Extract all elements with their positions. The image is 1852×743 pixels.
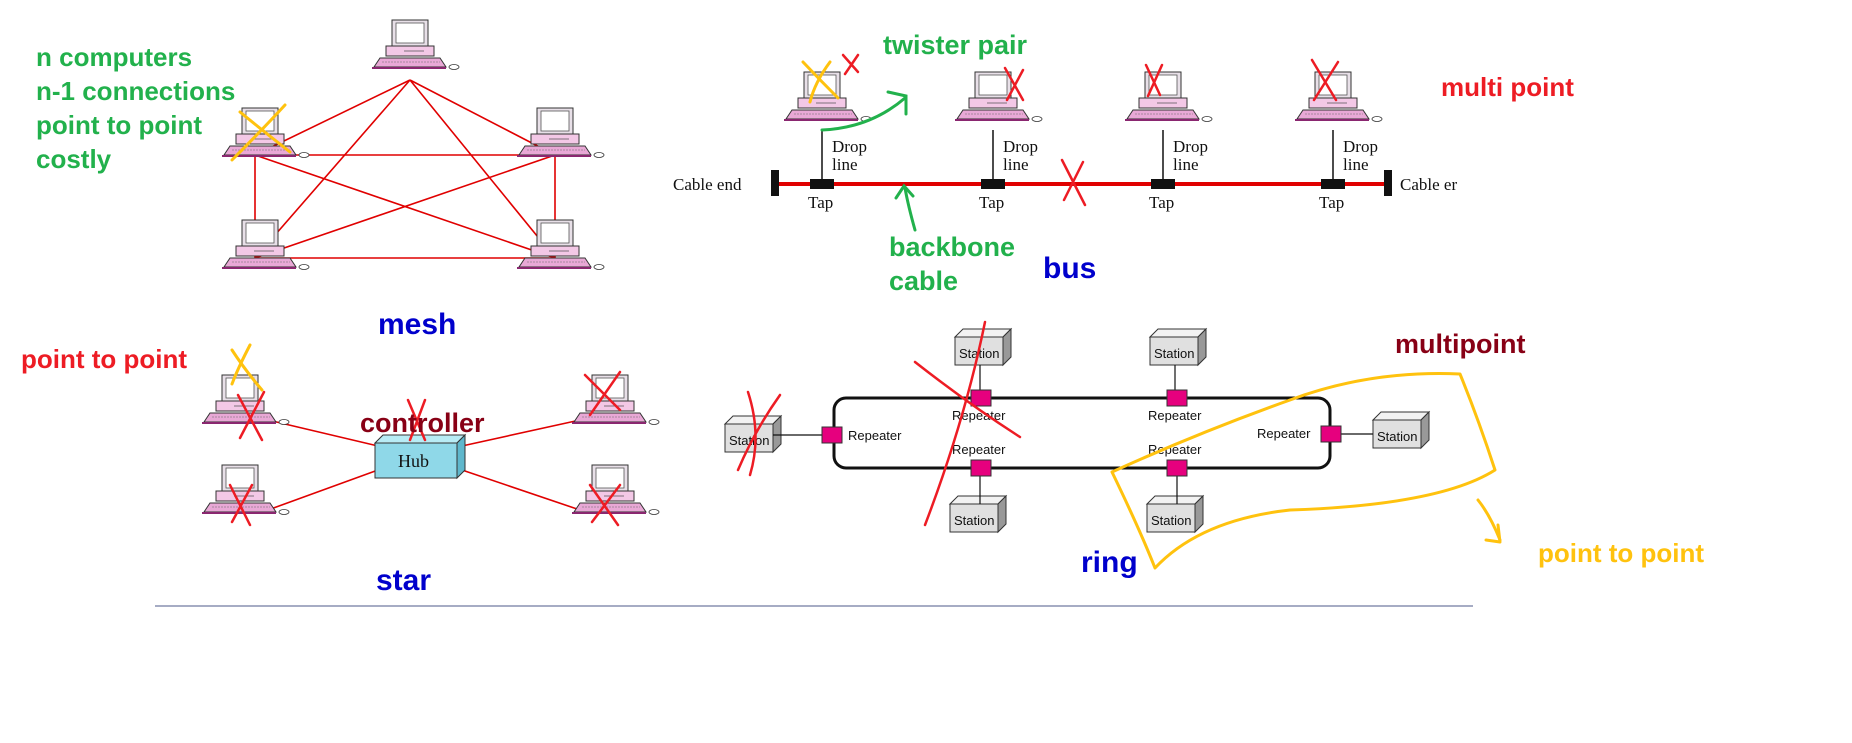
ring-station: Station bbox=[724, 415, 826, 453]
title-star: star bbox=[376, 564, 431, 597]
mesh-topology bbox=[221, 19, 605, 270]
green-arrow-backbone bbox=[894, 183, 917, 232]
drop-line-label: Drop bbox=[1003, 137, 1038, 156]
bus-station-3: Drop line Tap bbox=[1124, 71, 1213, 212]
svg-text:Repeater: Repeater bbox=[1148, 408, 1202, 423]
ring-topology: Station Station Station Station Station … bbox=[724, 320, 1502, 570]
title-ring: ring bbox=[1081, 546, 1138, 579]
bus-station-1: Drop line Tap bbox=[783, 71, 872, 212]
note-point-to-point-left: point to point bbox=[21, 344, 187, 374]
tap-label: Tap bbox=[1149, 193, 1174, 212]
red-cross-marks bbox=[736, 320, 1022, 527]
note-twister-pair: twister pair bbox=[883, 30, 1028, 60]
ring-station: Station bbox=[1146, 475, 1204, 533]
ring-station: Station bbox=[1340, 411, 1430, 449]
cable-end-left-label: Cable end bbox=[673, 175, 742, 194]
tap-label: Tap bbox=[979, 193, 1004, 212]
bus-station-4: Drop line Tap bbox=[1294, 71, 1383, 212]
svg-text:Station: Station bbox=[1151, 513, 1191, 528]
yellow-selection-loop bbox=[1110, 372, 1502, 570]
svg-text:Station: Station bbox=[1377, 429, 1417, 444]
tap-label: Tap bbox=[808, 193, 833, 212]
mesh-computer bbox=[371, 19, 460, 70]
svg-text:Station: Station bbox=[954, 513, 994, 528]
note-multipoint: multipoint bbox=[1395, 329, 1525, 359]
bus-station-2: Drop line Tap bbox=[954, 71, 1043, 212]
star-topology: Hub bbox=[201, 343, 660, 527]
ring-station: Station bbox=[1149, 328, 1207, 390]
ring-repeater: Repeater bbox=[1257, 425, 1342, 443]
ring-loop bbox=[832, 396, 1332, 470]
note-controller: controller bbox=[360, 408, 485, 438]
note-point-to-point-right: point to point bbox=[1538, 538, 1704, 568]
drop-line-label: line bbox=[832, 155, 858, 174]
svg-text:Station: Station bbox=[1154, 346, 1194, 361]
tap-label: Tap bbox=[1319, 193, 1344, 212]
drop-line-label: line bbox=[1003, 155, 1029, 174]
note-backbone: backbone bbox=[889, 232, 1015, 262]
drop-line-label: Drop bbox=[832, 137, 867, 156]
cable-end-right-label: Cable er bbox=[1400, 175, 1457, 194]
svg-text:Repeater: Repeater bbox=[1257, 426, 1311, 441]
title-bus: bus bbox=[1043, 252, 1096, 285]
yellow-cross-mark bbox=[801, 60, 840, 104]
star-computer bbox=[571, 374, 660, 425]
hub-label: Hub bbox=[398, 451, 429, 471]
red-cross-marks bbox=[841, 53, 1340, 207]
ring-station: Station bbox=[949, 475, 1007, 533]
ring-repeater: Repeater bbox=[1148, 442, 1202, 477]
hub-box: Hub bbox=[373, 433, 467, 480]
svg-text:Repeater: Repeater bbox=[848, 428, 902, 443]
ring-station: Station bbox=[954, 328, 1012, 390]
bus-topology: Cable end Cable er Drop line Tap Drop li… bbox=[673, 53, 1457, 232]
yellow-cross-mark bbox=[230, 343, 264, 392]
svg-text:Station: Station bbox=[729, 433, 769, 448]
ring-repeater: Repeater bbox=[952, 442, 1006, 477]
note-multi-point: multi point bbox=[1441, 72, 1574, 102]
drop-line-label: Drop bbox=[1173, 137, 1208, 156]
ring-repeater: Repeater bbox=[821, 426, 902, 444]
svg-text:Repeater: Repeater bbox=[1148, 442, 1202, 457]
green-arrow-twister bbox=[820, 90, 908, 132]
note-point-to-point: point to point bbox=[36, 110, 202, 140]
note-n-1-connections: n-1 connections bbox=[36, 76, 235, 106]
ring-repeater: Repeater bbox=[1148, 389, 1202, 423]
mesh-links bbox=[254, 79, 556, 259]
mesh-computer bbox=[516, 107, 605, 158]
title-mesh: mesh bbox=[378, 308, 456, 341]
bus-cable-end-left bbox=[771, 170, 779, 196]
svg-text:Repeater: Repeater bbox=[952, 442, 1006, 457]
bus-cable-end-right bbox=[1384, 170, 1392, 196]
drop-line-label: line bbox=[1173, 155, 1199, 174]
red-cross-marks bbox=[228, 370, 622, 527]
yellow-cross-mark bbox=[230, 103, 292, 162]
note-costly: costly bbox=[36, 144, 112, 174]
star-computer bbox=[201, 374, 290, 425]
drop-line-label: Drop bbox=[1343, 137, 1378, 156]
drop-line-label: line bbox=[1343, 155, 1369, 174]
note-n-computers: n computers bbox=[36, 42, 192, 72]
note-cable: cable bbox=[889, 266, 958, 296]
